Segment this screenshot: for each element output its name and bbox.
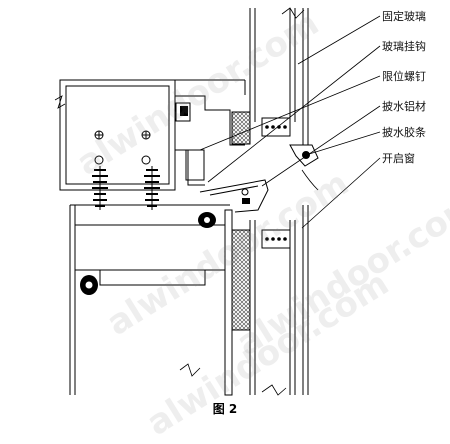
figure-caption: 图 2 [212,402,238,416]
label-flashing-aluminum: 披水铝材 [382,100,426,113]
label-limit-screw: 限位螺钉 [382,70,426,83]
label-fixed-glass: 固定玻璃 [382,10,426,23]
fixing-screws [92,166,160,210]
opening-window-glass [231,205,309,396]
label-flashing-rubber-strip: 披水胶条 [382,126,426,139]
callout-leaders [199,15,381,229]
curtain-wall-section-drawing [54,7,381,396]
flashing-assembly [199,144,319,213]
window-sash-frame [69,204,233,396]
label-glass-hook: 玻璃挂钩 [382,40,426,53]
transom-profile [59,79,246,191]
label-opening-window: 开启窗 [382,152,415,165]
fixed-glass-unit [249,7,309,160]
